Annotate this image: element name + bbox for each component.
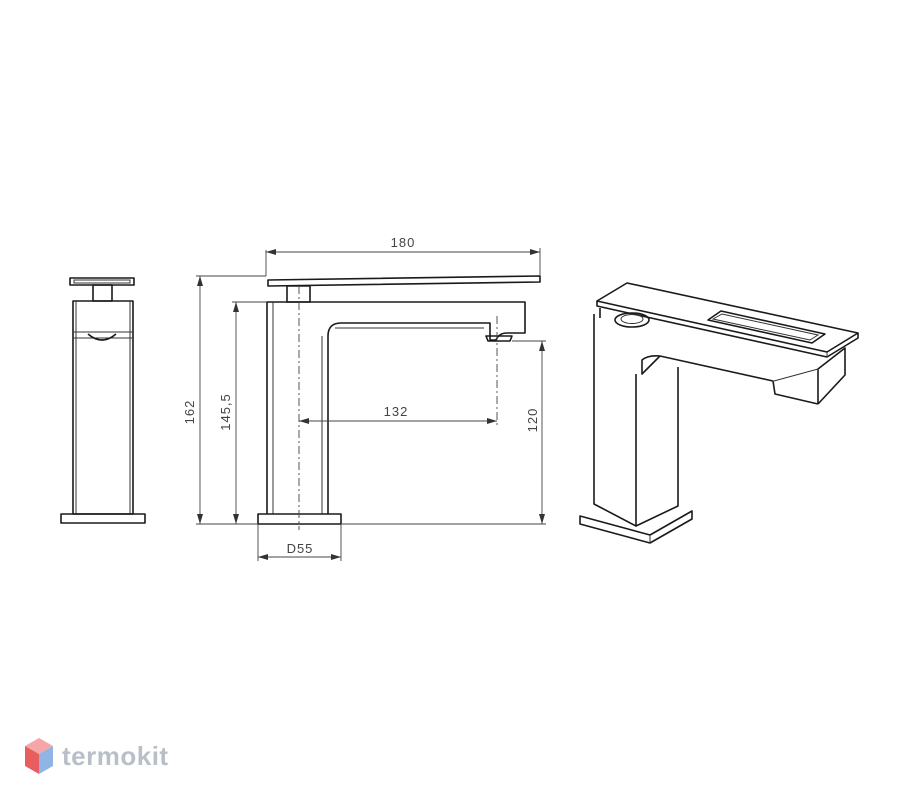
- termokit-logo: termokit: [24, 736, 169, 776]
- isometric-view: [579, 282, 859, 544]
- side-view: [60, 277, 146, 524]
- dim-label-120: 120: [525, 408, 540, 433]
- hexagon-cube-icon: [25, 738, 53, 774]
- dimension-lines: [196, 248, 546, 561]
- dim-label-145-5: 145,5: [218, 393, 233, 431]
- dim-label-132: 132: [384, 404, 409, 419]
- dim-label-162: 162: [182, 400, 197, 425]
- logo-text: termokit: [62, 740, 169, 771]
- center-lines: [298, 286, 498, 530]
- dim-label-d55: D55: [287, 541, 314, 556]
- dim-label-180: 180: [391, 235, 416, 250]
- front-view: [257, 275, 541, 525]
